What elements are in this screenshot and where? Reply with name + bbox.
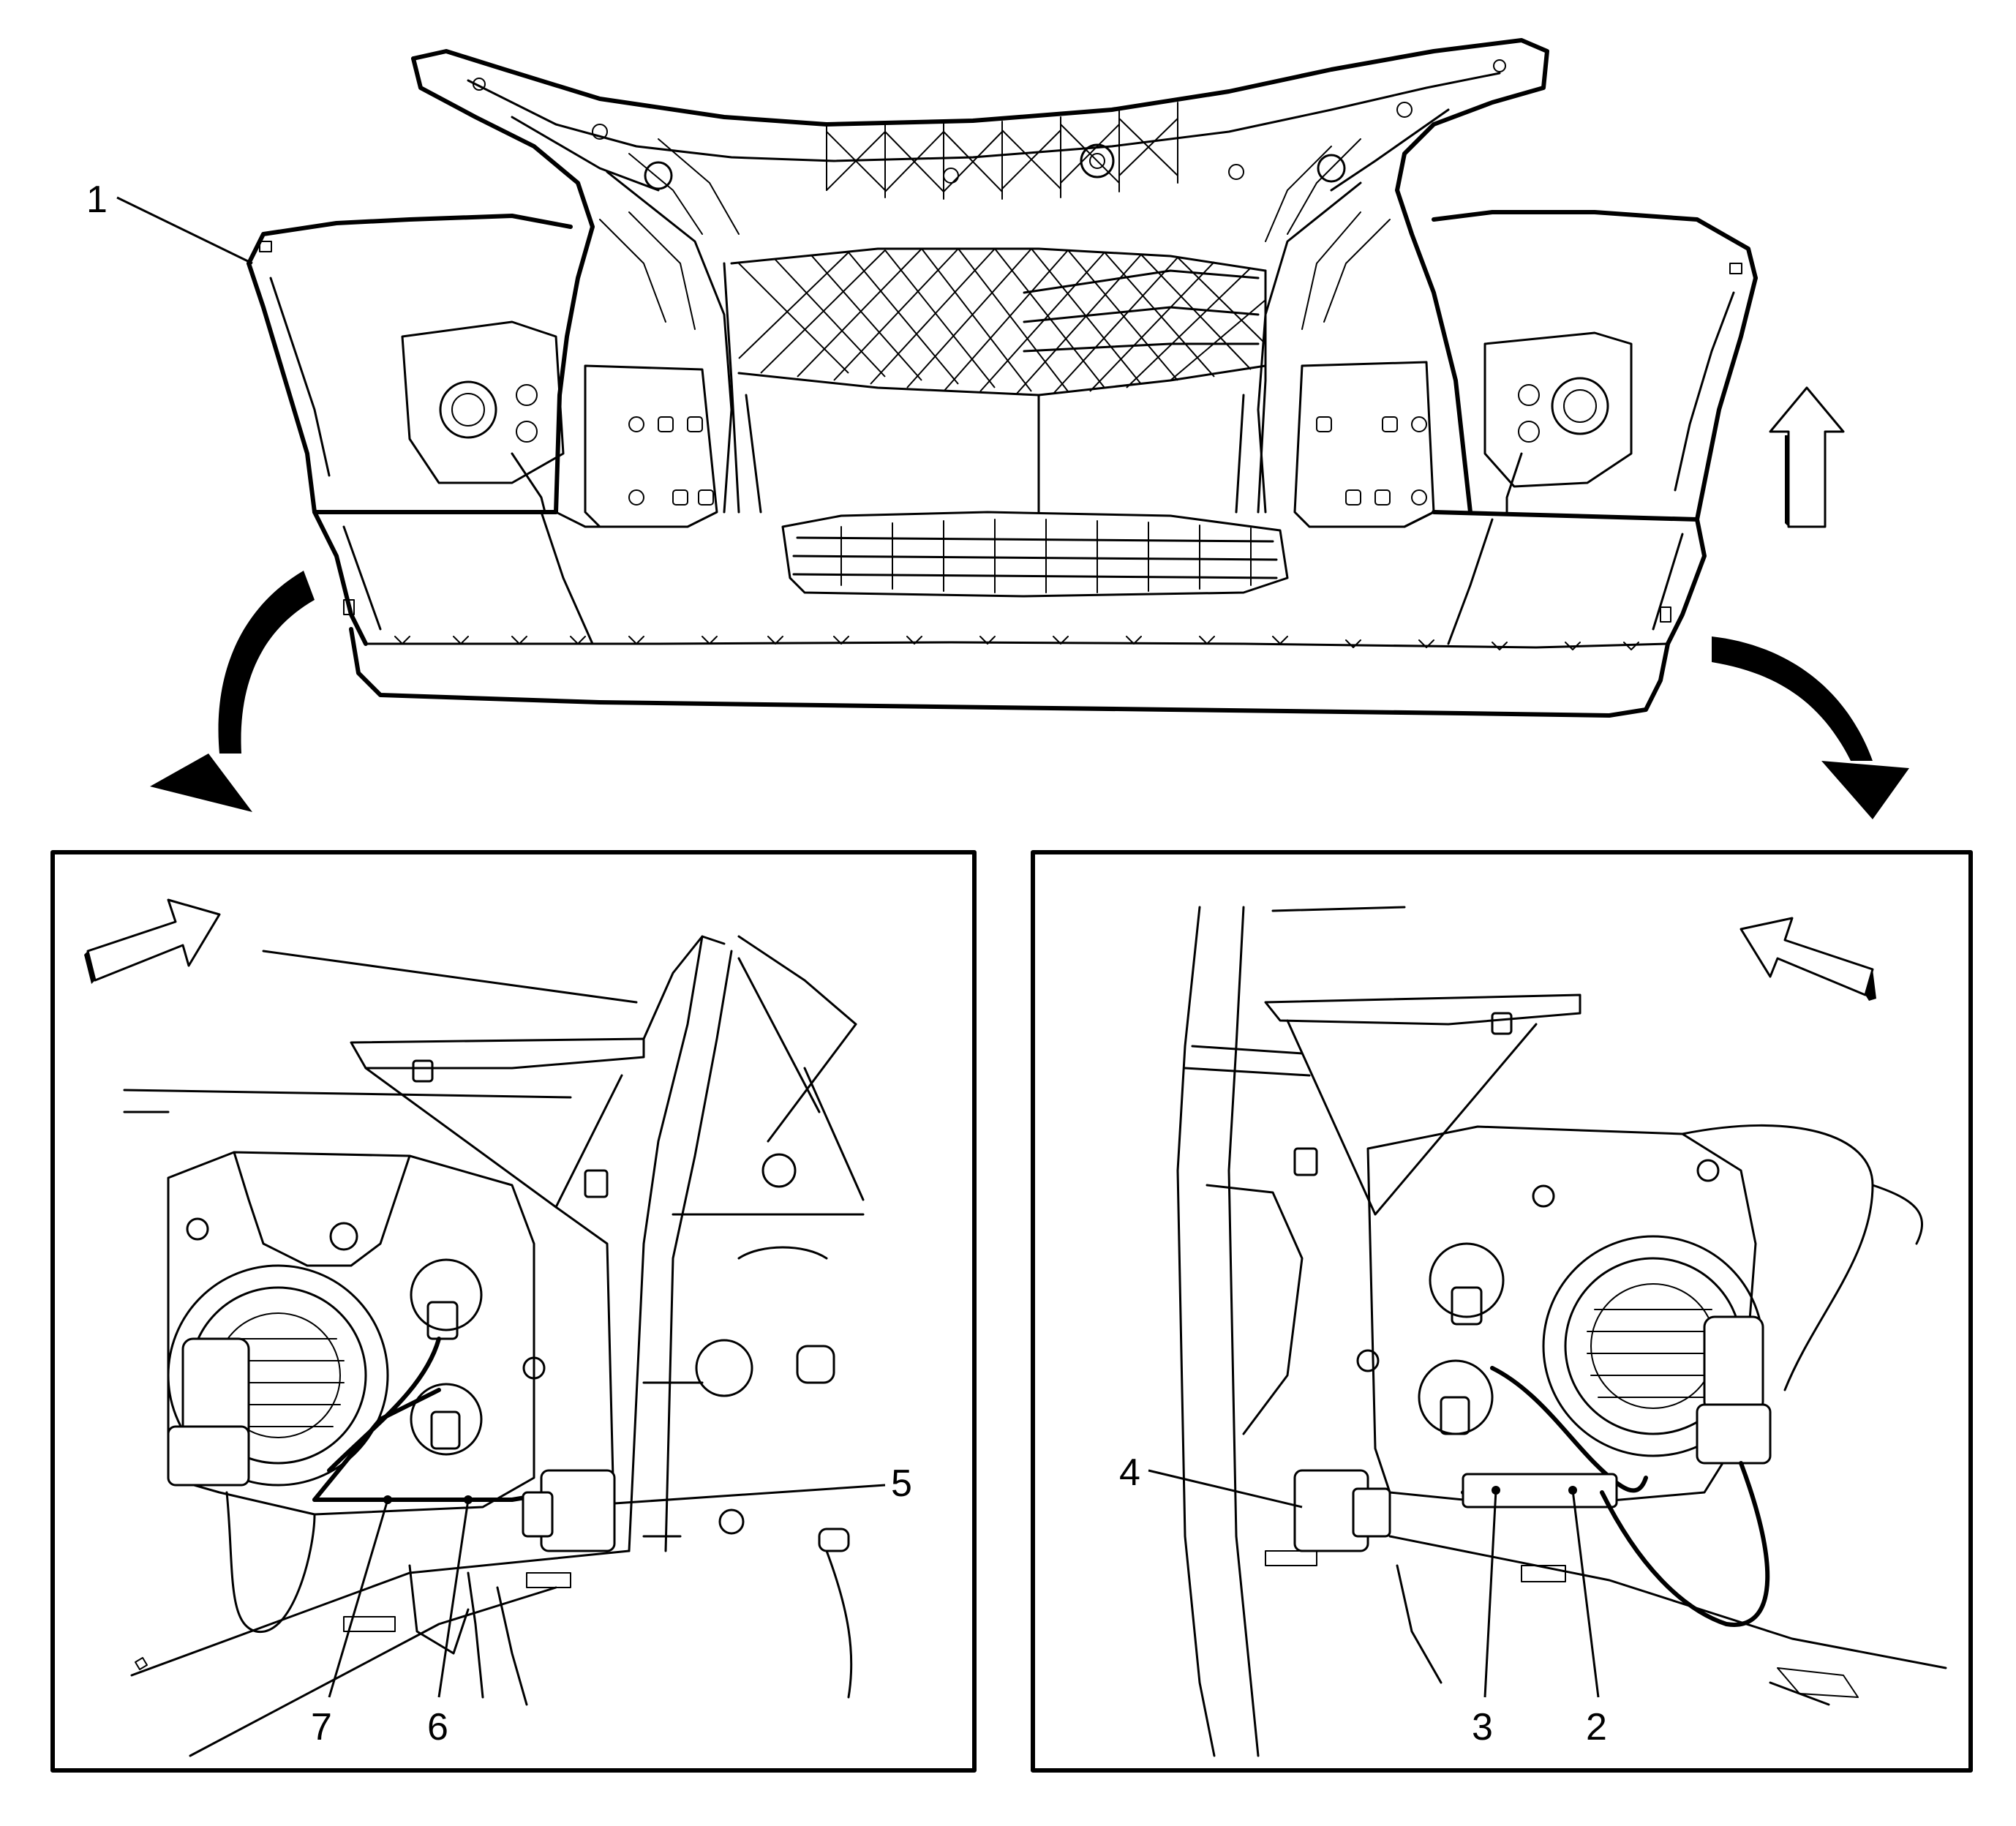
curved-arrow-right-icon: [1712, 636, 1909, 819]
callout-label-3: 3: [1472, 1706, 1493, 1748]
left-fog-lamp-detail: [130, 1151, 631, 1757]
right-fog-lamp-detail: [1265, 1124, 1947, 1706]
callout-label-4: 4: [1119, 1451, 1140, 1494]
callout-5-leader: [614, 1484, 886, 1505]
right-panel-direction-arrow-icon: [1739, 917, 1876, 1001]
bumper-fascia: [247, 210, 1758, 718]
callout-1: 1: [86, 179, 253, 265]
front-bumper-assembly: [247, 38, 1758, 718]
side-brackets: [584, 361, 1435, 528]
lower-grille: [781, 511, 1289, 598]
left-fog-lamp-overview: [401, 320, 565, 514]
front-end-frame: [411, 38, 1549, 514]
callout-7: 7: [311, 1495, 392, 1748]
callout-label-5: 5: [891, 1462, 912, 1505]
callout-label-7: 7: [311, 1706, 332, 1748]
callout-4: 4: [1119, 1451, 1303, 1508]
callout-5: 5: [614, 1462, 912, 1505]
callout-6: 6: [427, 1495, 473, 1748]
callout-3: 3: [1472, 1486, 1500, 1748]
right-fog-lamp-overview: [1483, 331, 1633, 514]
callout-1-leader: [116, 196, 253, 265]
callout-label-1: 1: [86, 179, 108, 221]
callout-2: 2: [1568, 1486, 1607, 1748]
callout-2-leader: [1571, 1489, 1600, 1698]
left-detail-frame: [50, 850, 977, 1773]
right-detail-panel: 4 3 2: [1031, 850, 1973, 1773]
callout-4-leader: [1148, 1469, 1303, 1508]
up-arrow-icon: [1769, 386, 1845, 528]
upper-grille: [723, 247, 1267, 514]
curved-arrow-left-icon: [150, 571, 315, 812]
callout-label-6: 6: [427, 1706, 448, 1748]
callout-3-leader: [1483, 1489, 1497, 1698]
right-detail-frame: [1031, 850, 1973, 1773]
callout-7-leader: [328, 1499, 389, 1698]
left-detail-panel: 5 6 7: [50, 850, 977, 1773]
callout-label-2: 2: [1586, 1706, 1607, 1748]
callout-6-leader: [437, 1499, 470, 1698]
left-panel-direction-arrow-icon: [84, 898, 221, 984]
